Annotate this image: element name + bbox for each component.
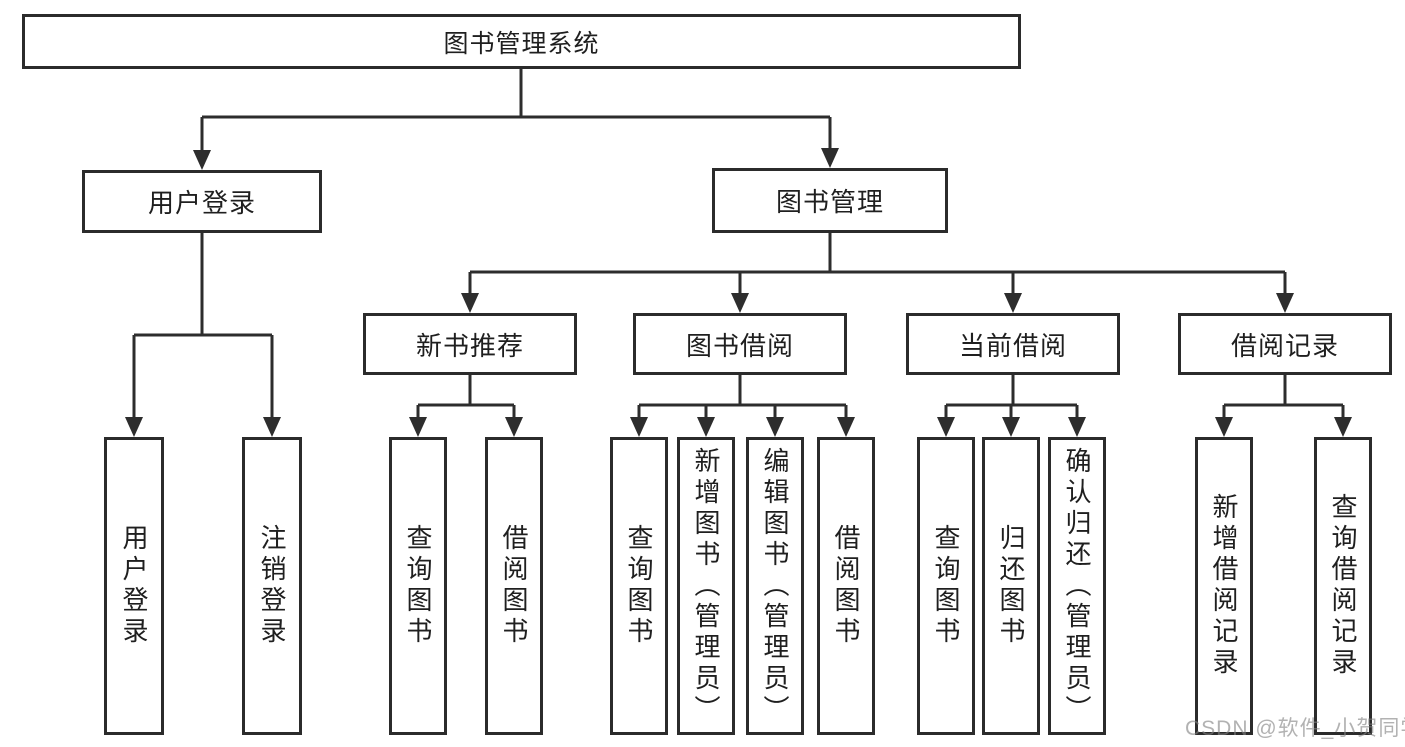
leaf-return-books: 归还图书: [982, 437, 1040, 735]
leaf-query-books-2: 查询图书: [610, 437, 668, 735]
node-current-borrowing-label: 当前借阅: [958, 330, 1067, 361]
leaf-query-books-1: 查询图书: [389, 437, 447, 735]
node-user-login-label: 用户登录: [147, 188, 256, 218]
leaf-add-borrow-record-label: 新增借阅记录: [1209, 493, 1239, 679]
node-book-borrowing-label: 图书借阅: [685, 330, 794, 361]
node-borrow-records: 借阅记录: [1178, 313, 1392, 375]
node-root-system: 图书管理系统: [22, 14, 1021, 69]
leaf-borrow-books-2-label: 借阅图书: [831, 524, 861, 648]
leaf-query-borrow-record-label: 查询借阅记录: [1328, 493, 1358, 679]
leaf-add-borrow-record: 新增借阅记录: [1195, 437, 1253, 735]
leaf-borrow-books-2: 借阅图书: [817, 437, 875, 735]
leaf-query-books-1-label: 查询图书: [403, 524, 433, 648]
leaf-logout-label: 注销登录: [257, 524, 287, 648]
node-root-label: 图书管理系统: [443, 29, 600, 58]
leaf-borrow-books-1-label: 借阅图书: [499, 524, 529, 648]
leaf-borrow-books-1: 借阅图书: [485, 437, 543, 735]
leaf-query-borrow-record: 查询借阅记录: [1314, 437, 1372, 735]
leaf-confirm-return-admin-label: 确认归还（管理员）: [1062, 446, 1092, 726]
node-borrow-records-label: 借阅记录: [1230, 330, 1339, 361]
leaf-add-books-admin: 新增图书（管理员）: [677, 437, 735, 735]
leaf-query-books-3: 查询图书: [917, 437, 975, 735]
leaf-edit-books-admin-label: 编辑图书（管理员）: [760, 446, 790, 726]
leaf-query-books-2-label: 查询图书: [624, 524, 654, 648]
leaf-user-login: 用户登录: [104, 437, 164, 735]
leaf-query-books-3-label: 查询图书: [931, 524, 961, 648]
node-book-management-label: 图书管理: [775, 187, 884, 217]
node-new-book-recommend: 新书推荐: [363, 313, 577, 375]
leaf-add-books-admin-label: 新增图书（管理员）: [691, 446, 721, 726]
node-book-management: 图书管理: [712, 168, 948, 233]
node-new-book-recommend-label: 新书推荐: [415, 330, 524, 361]
leaf-confirm-return-admin: 确认归还（管理员）: [1048, 437, 1106, 735]
leaf-logout: 注销登录: [242, 437, 302, 735]
csdn-watermark: CSDN @软件_小贺同学: [1185, 717, 1405, 740]
leaf-edit-books-admin: 编辑图书（管理员）: [746, 437, 804, 735]
node-current-borrowing: 当前借阅: [906, 313, 1120, 375]
node-user-login: 用户登录: [82, 170, 322, 233]
leaf-return-books-label: 归还图书: [996, 524, 1026, 648]
leaf-user-login-label: 用户登录: [119, 524, 149, 648]
node-book-borrowing: 图书借阅: [633, 313, 847, 375]
